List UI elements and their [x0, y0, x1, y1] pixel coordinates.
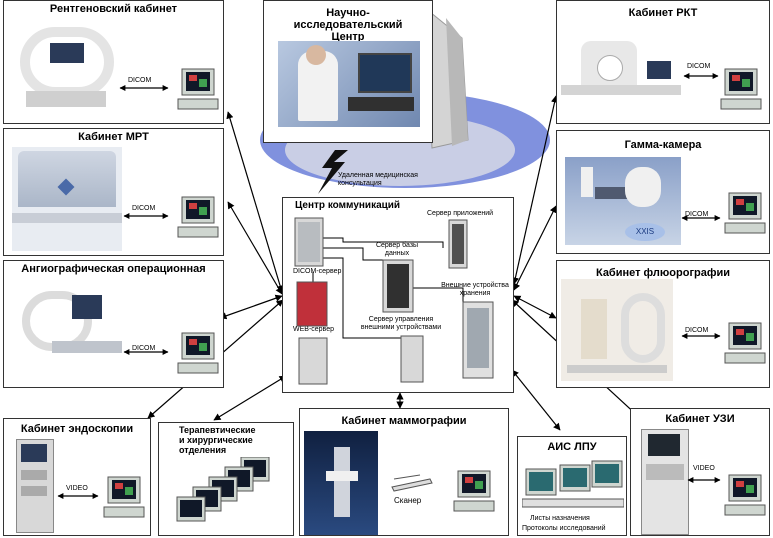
workstation-icon [177, 196, 219, 238]
scanner-label: Сканер [394, 496, 422, 505]
mri-machine-image [12, 147, 122, 251]
db-server-label: Сервер базы данных [375, 242, 419, 257]
xray-machine-image [12, 21, 122, 115]
scanner-icon [391, 474, 433, 492]
ais-box: АИС ЛПУ Листы назначения Протоколы иссле… [517, 436, 627, 536]
dicom-label: DICOM [132, 345, 156, 352]
workstation-icon [177, 68, 219, 110]
gamma-camera-image: XXIS [565, 157, 681, 245]
workstation-icon [724, 322, 766, 364]
ultrasound-machine-image [641, 429, 689, 535]
ct-machine-image [561, 37, 681, 115]
angio-room-box: Ангиографическая операционная DICOM [3, 260, 224, 388]
storage-label: Внешние устройства хранения [441, 282, 509, 297]
endoscopy-room-box: Кабинет эндоскопии VIDEO [3, 418, 151, 536]
protocols-label: Протоколы исследований [522, 525, 606, 532]
app-server-label: Сервер приложений [427, 210, 494, 217]
xray-room-title: Рентгеновский кабинет [49, 3, 178, 15]
dicom-label: DICOM [687, 63, 711, 70]
gamma-camera-box: Гамма-камера XXIS DICOM [556, 130, 770, 254]
angio-machine-image [12, 281, 124, 381]
communication-center-title: Центр коммуникаций [295, 200, 401, 211]
mammography-room-title: Кабинет маммографии [341, 415, 467, 427]
ais-workstations [522, 460, 624, 508]
lightning-icon [318, 150, 348, 194]
fluoro-machine-image [561, 279, 673, 381]
therapy-depts-box: Терапевтические и хирургические отделени… [158, 422, 294, 536]
dicom-label: DICOM [685, 211, 709, 218]
ct-room-title: Кабинет РКТ [628, 7, 698, 19]
workstation-cluster [176, 457, 270, 522]
workstation-icon [177, 332, 219, 374]
dicom-label: DICOM [685, 327, 709, 334]
logo-badge: XXIS [625, 223, 665, 241]
therapy-depts-title: Терапевтические и хирургические отделени… [179, 425, 256, 455]
endoscopy-cart-image [16, 439, 54, 533]
research-center-title: Научно-исследовательский Центр [293, 7, 403, 43]
workstation-icon [724, 192, 766, 234]
fluoro-room-title: Кабинет флюорографии [595, 267, 731, 279]
web-server-rack [296, 281, 328, 327]
ultrasound-room-title: Кабинет УЗИ [665, 413, 735, 425]
mammography-room-box: Кабинет маммографии Сканер [299, 408, 509, 536]
research-photo [278, 41, 420, 127]
dicom-label: DICOM [128, 77, 152, 84]
workstation-icon [453, 470, 495, 512]
server-rack-diagram [294, 217, 494, 385]
angio-room-title: Ангиографическая операционная [21, 263, 206, 275]
fluoro-room-box: Кабинет флюорографии DICOM [556, 260, 770, 388]
dicom-server-label: DICOM-сервер [293, 268, 342, 275]
research-center-box: Научно-исследовательский Центр [263, 0, 433, 143]
mgmt-server-rack [400, 335, 424, 383]
video-label: VIDEO [66, 485, 88, 492]
mri-room-title: Кабинет МРТ [78, 131, 149, 143]
endoscopy-room-title: Кабинет эндоскопии [20, 423, 134, 435]
sheets-label: Листы назначения [530, 515, 590, 522]
mgmt-server-label: Сервер управления внешними устройствами [360, 316, 442, 331]
remote-consultation-label: Удаленная медицинская консультация [338, 172, 418, 187]
workstation-icon [720, 68, 762, 110]
web-server-label: WEB-сервер [293, 326, 334, 333]
communication-center-box: Центр коммуникаций Сервер приложений Сер… [282, 197, 514, 393]
mammography-machine-image [304, 431, 378, 535]
workstation-icon [724, 474, 766, 516]
ct-room-box: Кабинет РКТ DICOM [556, 0, 770, 124]
dicom-label: DICOM [132, 205, 156, 212]
xray-room-box: Рентгеновский кабинет DICOM [3, 0, 224, 124]
mri-room-box: Кабинет МРТ DICOM [3, 128, 224, 256]
gamma-camera-title: Гамма-камера [624, 139, 702, 151]
video-label: VIDEO [693, 465, 715, 472]
ultrasound-room-box: Кабинет УЗИ VIDEO [630, 408, 770, 536]
ais-title: АИС ЛПУ [547, 441, 597, 453]
workstation-icon [103, 476, 145, 518]
web-server-pc [298, 337, 328, 385]
